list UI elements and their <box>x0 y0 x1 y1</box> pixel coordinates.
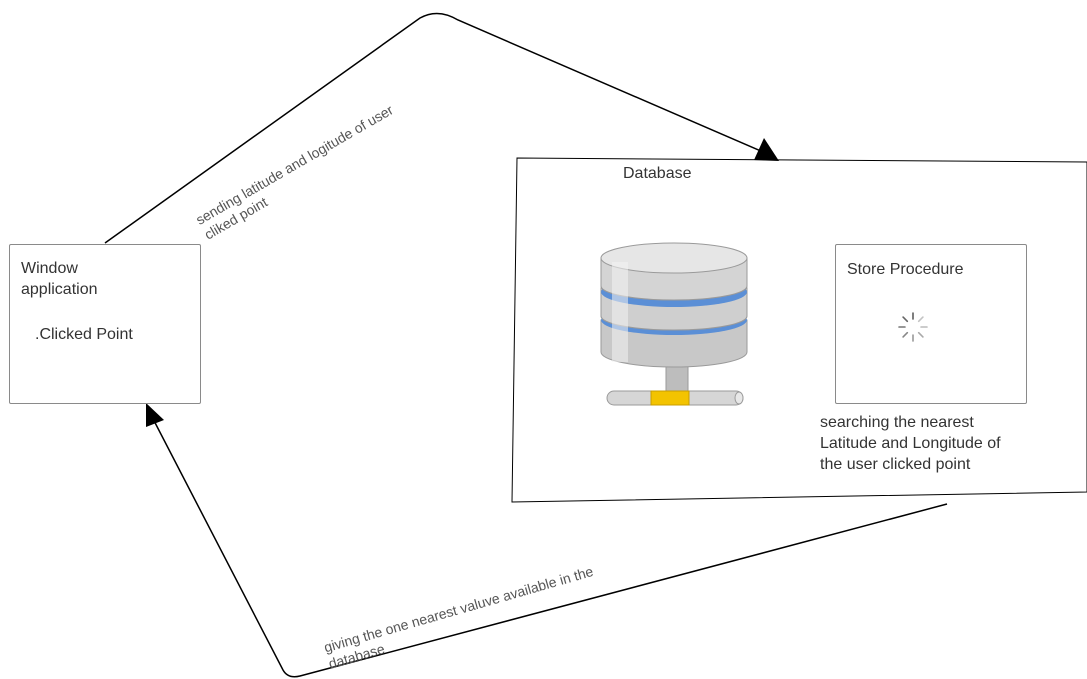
search-description-line: Latitude and Longitude of <box>820 435 1001 452</box>
response-connector[interactable] <box>149 412 948 678</box>
loading-spinner-icon <box>898 312 928 342</box>
search-description: searching the nearest Latitude and Longi… <box>820 412 1070 475</box>
request-connector[interactable] <box>104 12 771 244</box>
response-arrowhead <box>146 403 164 427</box>
request-arrowhead <box>754 138 779 161</box>
store-procedure-title: Store Procedure <box>847 261 964 278</box>
search-description-line: searching the nearest <box>820 414 974 431</box>
window-application-box[interactable]: Window application .Clicked Point <box>9 244 201 404</box>
window-application-title: Window application <box>21 260 98 298</box>
clicked-point-label: .Clicked Point <box>35 326 133 343</box>
store-procedure-box[interactable]: Store Procedure <box>835 244 1027 404</box>
database-server-icon <box>600 242 748 406</box>
database-label: Database <box>623 165 692 182</box>
search-description-line: the user clicked point <box>820 456 971 473</box>
